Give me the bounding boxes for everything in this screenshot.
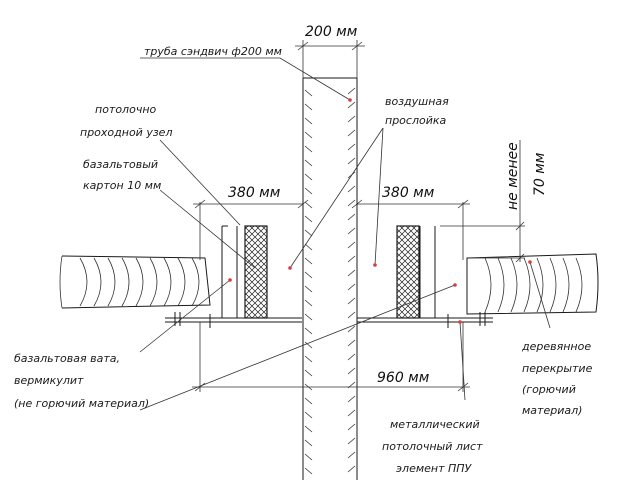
label-floor-3: (горючий (522, 383, 576, 396)
metal-ceiling-sheet-left (165, 312, 302, 328)
basalt-insulation-right (396, 225, 420, 319)
dim-min-height-label: не менее (505, 142, 521, 210)
label-floor-4: материал) (522, 404, 582, 417)
ceiling-unit-right-wall (419, 226, 436, 318)
label-pipe: труба сэндвич ф200 мм (144, 45, 282, 58)
label-air-gap-2: прослойка (385, 114, 447, 127)
label-basalt-board-1: базальтовый (83, 158, 158, 171)
label-air-gap-1: воздушная (385, 95, 449, 108)
label-wool-2: вермикулит (14, 374, 84, 387)
metal-ceiling-sheet-right (357, 312, 493, 328)
dimension-right-gap (351, 199, 470, 260)
basalt-insulation-left (244, 225, 268, 319)
dim-pipe-width-text: 200 мм (305, 24, 358, 40)
sandwich-pipe (302, 77, 358, 480)
ceiling-unit-left-wall (221, 225, 238, 318)
label-ceiling-unit-2: проходной узел (80, 126, 172, 139)
dim-right-gap-text: 380 мм (382, 185, 435, 201)
dimension-min-height (440, 140, 525, 263)
wooden-floor-right (466, 253, 599, 315)
label-ceiling-unit-1: потолочно (95, 103, 157, 116)
label-floor-1: деревянное (521, 340, 591, 353)
leader-lines (139, 57, 551, 411)
label-floor-2: перекрытие (522, 362, 593, 375)
dimension-pipe-width (295, 40, 365, 78)
label-sheet-1: металлический (390, 418, 480, 431)
label-wool-3: (не горючий материал) (14, 397, 149, 410)
dim-total-width-text: 960 мм (377, 370, 430, 386)
marker-dots (228, 98, 532, 324)
label-basalt-board-2: картон 10 мм (83, 179, 161, 192)
label-wool-1: базальтовая вата, (14, 352, 120, 365)
dimension-left-gap (193, 199, 309, 260)
dim-min-height-value: 70 мм (532, 152, 548, 196)
dim-left-gap-text: 380 мм (228, 185, 281, 201)
label-sheet-3: элемент ППУ (396, 462, 473, 475)
dimension-total-width (192, 322, 470, 392)
label-sheet-2: потолочный лист (382, 440, 483, 453)
wooden-floor-left (59, 255, 211, 309)
